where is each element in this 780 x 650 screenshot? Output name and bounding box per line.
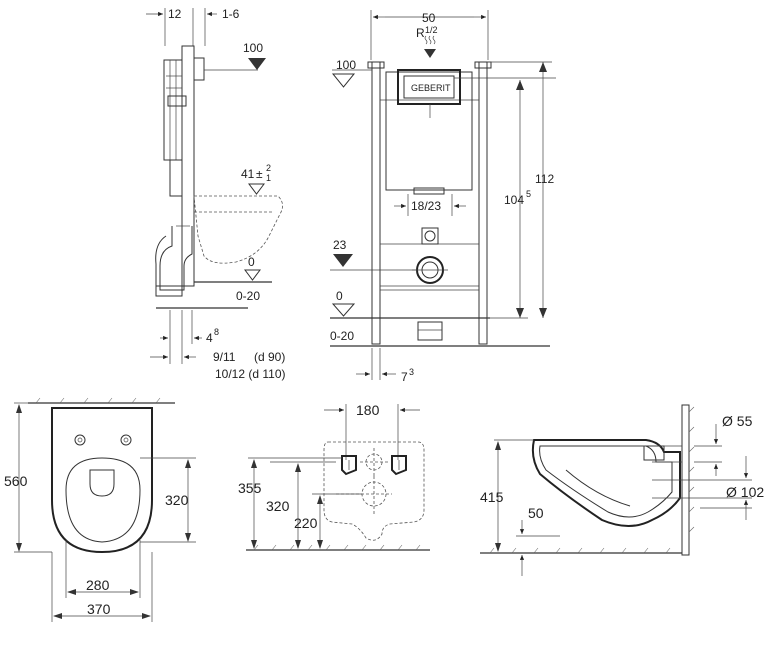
- dim-1-6-label: 1-6: [222, 7, 240, 21]
- inner-width-label: 280: [86, 577, 110, 593]
- bowl-rear-view: 180 355: [238, 402, 430, 551]
- side-level-41-sup: 2: [266, 163, 271, 173]
- side-level-41-tol: ±: [256, 167, 263, 181]
- bolt-spacing-label: 180: [356, 402, 380, 418]
- frame-side-view: 12 1-6 100 41 ± 2 1 0 0-20: [146, 7, 286, 381]
- brand-label: GEBERIT: [411, 83, 451, 93]
- bowl-height-415: 415: [480, 489, 504, 505]
- height-320-label: 320: [266, 498, 290, 514]
- supply-label: R: [416, 26, 425, 40]
- frame-front-view: 50 R 1/2 GEBERIT 100 18/23: [330, 10, 556, 384]
- dim-104-label: 104: [504, 193, 524, 207]
- dim-4-label: 4: [206, 331, 213, 345]
- dim-112-label: 112: [535, 172, 554, 186]
- side-level-41: 41: [241, 167, 255, 181]
- dia-55-label: Ø 55: [722, 413, 753, 429]
- dim-d90-label: (d 90): [254, 350, 285, 364]
- seat-depth-label: 320: [165, 492, 189, 508]
- side-level-0-20: 0-20: [236, 289, 260, 303]
- front-level-100: 100: [336, 58, 356, 72]
- side-level-0: 0: [248, 255, 255, 269]
- dim-104-sup: 5: [526, 189, 531, 199]
- dia-102-label: Ø 102: [726, 484, 764, 500]
- dim-7-label: 7: [401, 370, 408, 384]
- outlet-50-label: 50: [528, 505, 544, 521]
- front-dim-width: 50: [422, 11, 436, 25]
- dim-12-label: 12: [168, 7, 182, 21]
- dim-4-sup: 8: [214, 327, 219, 337]
- front-level-0: 0: [336, 289, 343, 303]
- dim-10-12-label: 10/12 (d 110): [215, 367, 286, 381]
- dim-7-sup: 3: [409, 367, 414, 377]
- bowl-depth-label: 560: [4, 473, 28, 489]
- bowl-top-view: 560 320 280 370: [4, 397, 196, 622]
- side-level-100: 100: [243, 41, 263, 55]
- front-level-0-20: 0-20: [330, 329, 354, 343]
- height-220-label: 220: [294, 515, 318, 531]
- outer-width-label: 370: [87, 601, 111, 617]
- height-355-label: 355: [238, 480, 262, 496]
- side-level-41-sub: 1: [266, 173, 271, 183]
- dim-9-11-label: 9/11: [213, 350, 236, 364]
- front-dim-23: 23: [333, 238, 347, 252]
- bowl-side-section: 415 50 Ø 55 Ø 102: [480, 404, 764, 576]
- dim-18-23-label: 18/23: [411, 199, 441, 213]
- supply-fraction: 1/2: [425, 25, 438, 35]
